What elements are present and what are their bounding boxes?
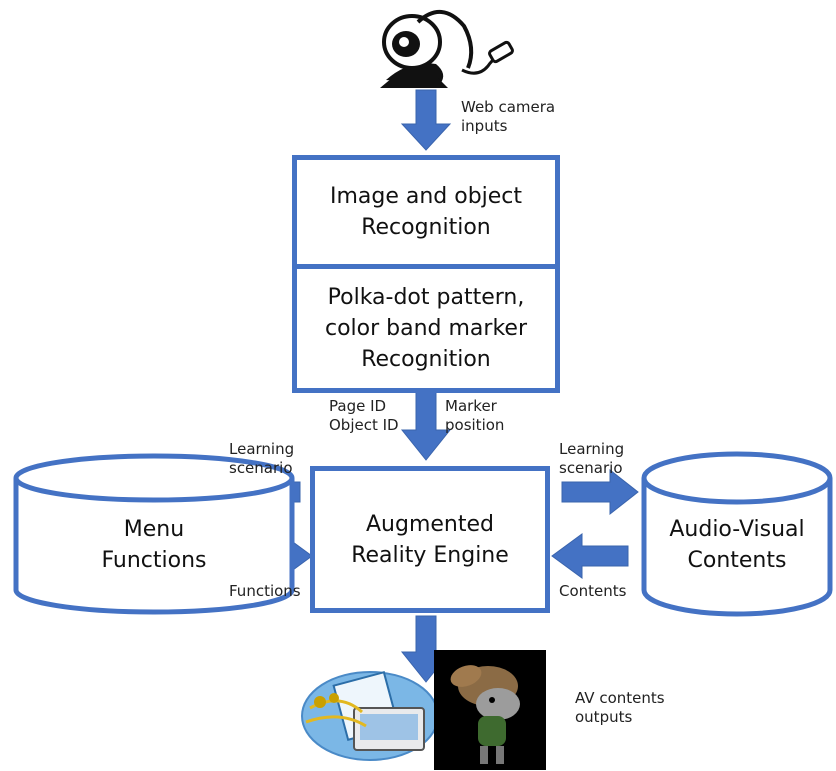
ar-engine-box: Augmented Reality Engine [310, 466, 550, 613]
page-object-id-label: Page ID Object ID [329, 397, 399, 434]
arrow-av-to-engine [551, 533, 629, 579]
contents-label: Contents [559, 582, 627, 600]
learning-scenario-left-label: Learning scenario [229, 440, 295, 477]
arrow-recognition-to-engine [400, 391, 452, 461]
cartoon-character-icon [434, 650, 546, 770]
menu-functions-cylinder [13, 453, 295, 615]
webcam-icon [380, 10, 514, 88]
marker-position-label: Marker position [445, 397, 505, 434]
web-camera-inputs-label: Web camera inputs [461, 98, 556, 135]
multimedia-icon [301, 671, 439, 761]
image-object-recognition-label: Image and object Recognition [329, 184, 523, 240]
menu-functions-label: Menu Functions [101, 517, 207, 573]
av-contents-cylinder [641, 451, 833, 617]
learning-scenario-right-label: Learning scenario [559, 440, 625, 477]
recognition-box: Image and object Recognition Polka-dot p… [292, 155, 560, 393]
av-contents-label: Audio-Visual Contents [669, 517, 805, 573]
arrow-camera-to-recognition [400, 89, 452, 151]
recognition-divider [297, 264, 555, 269]
av-contents-outputs-label: AV contents outputs [575, 689, 665, 726]
arrow-engine-to-av [561, 468, 639, 516]
functions-label: Functions [229, 582, 301, 600]
marker-recognition-label: Polka-dot pattern, color band marker Rec… [324, 285, 527, 372]
